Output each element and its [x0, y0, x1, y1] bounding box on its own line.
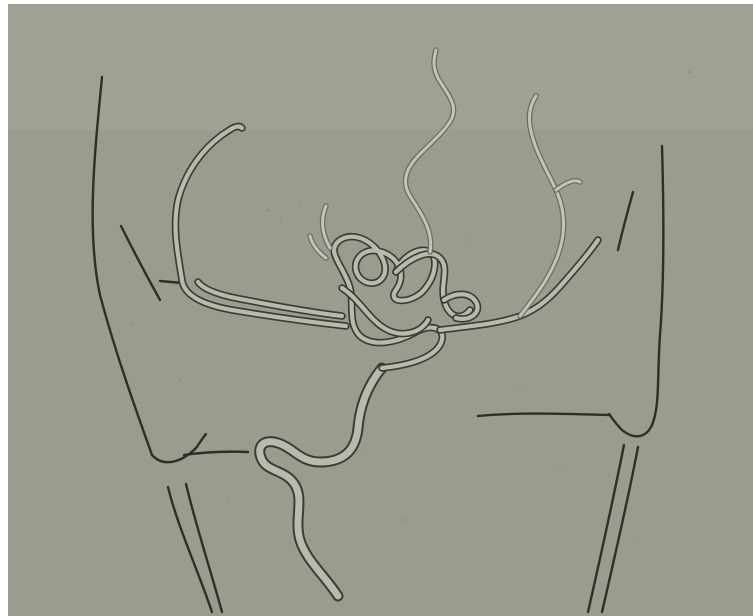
paper-border-top [0, 0, 753, 4]
paper-border-left [0, 0, 8, 616]
paper-light-band [0, 0, 753, 130]
